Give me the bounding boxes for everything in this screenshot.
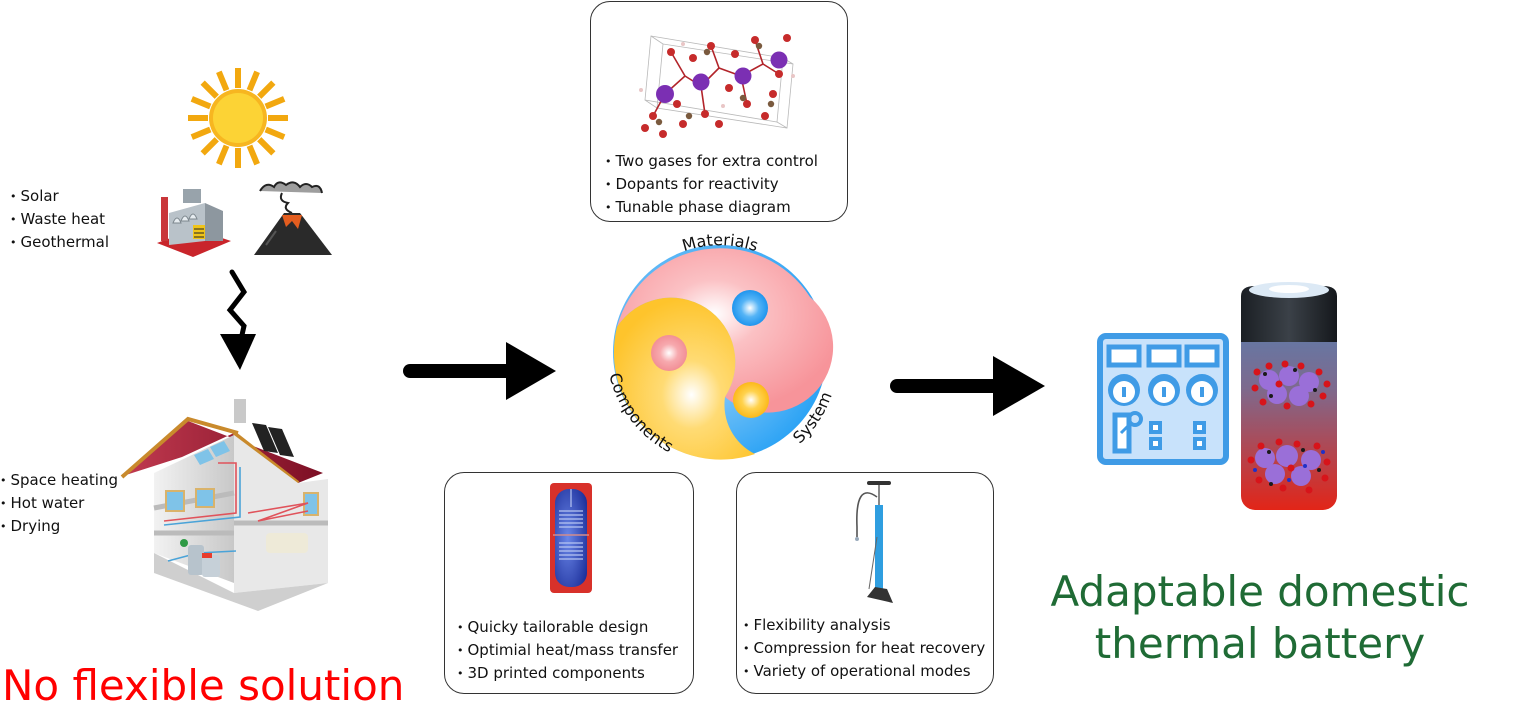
zigzag-down-arrow-icon: [212, 268, 262, 373]
system-box: Flexibility analysis Compression for hea…: [736, 472, 994, 694]
control-panel-icon: [1097, 333, 1229, 465]
source-item: Waste heat: [10, 208, 109, 231]
materials-components-system-triad: Materials Components System: [585, 222, 855, 472]
system-item: Variety of operational modes: [743, 660, 985, 683]
components-segment: [613, 297, 755, 460]
no-flexible-solution-caption: No flexible solution: [2, 661, 405, 710]
materials-box: Two gases for extra control Dopants for …: [590, 1, 848, 222]
materials-item: Two gases for extra control: [605, 150, 818, 173]
materials-list: Two gases for extra control Dopants for …: [605, 150, 818, 219]
right-arrow-icon: [400, 340, 560, 402]
thermal-battery-icon: [1239, 280, 1339, 515]
demand-list: Space heating Hot water Drying: [0, 469, 118, 538]
components-item: Optimial heat/mass transfer: [457, 639, 679, 662]
caption-line-2: thermal battery: [1094, 619, 1426, 668]
components-box: Quicky tailorable design Optimial heat/m…: [444, 472, 694, 694]
storage-tank-icon: [549, 481, 593, 595]
components-item: 3D printed components: [457, 662, 678, 685]
right-arrow-icon: [885, 354, 1050, 418]
crystal-structure-icon: [623, 24, 813, 142]
factory-icon: [153, 183, 233, 258]
components-dot: [651, 335, 687, 371]
materials-segment: [617, 248, 834, 413]
volcano-icon: [252, 177, 334, 257]
caption-line-1: Adaptable domestic: [1050, 567, 1470, 616]
materials-item: Tunable phase diagram: [605, 196, 818, 219]
materials-item: Dopants for reactivity: [605, 173, 818, 196]
demand-item: Hot water: [0, 492, 118, 515]
source-item: Geothermal: [10, 231, 110, 254]
components-item: Quicky tailorable design: [457, 616, 678, 639]
sun-icon: [188, 68, 288, 168]
source-item: Solar: [10, 185, 109, 208]
system-item: Compression for heat recovery: [743, 637, 986, 660]
demand-item: Space heating: [0, 469, 118, 492]
system-list: Flexibility analysis Compression for hea…: [743, 614, 986, 683]
components-list: Quicky tailorable design Optimial heat/m…: [457, 616, 679, 685]
house-cutaway-icon: [118, 393, 333, 613]
demand-item: Drying: [0, 515, 118, 538]
materials-dot: [732, 290, 768, 326]
system-dot: [733, 382, 769, 418]
pump-icon: [847, 477, 897, 607]
system-item: Flexibility analysis: [743, 614, 985, 637]
adaptable-thermal-battery-caption: Adaptable domestic thermal battery: [1040, 566, 1480, 670]
source-list: Solar Waste heat Geothermal: [10, 185, 110, 254]
